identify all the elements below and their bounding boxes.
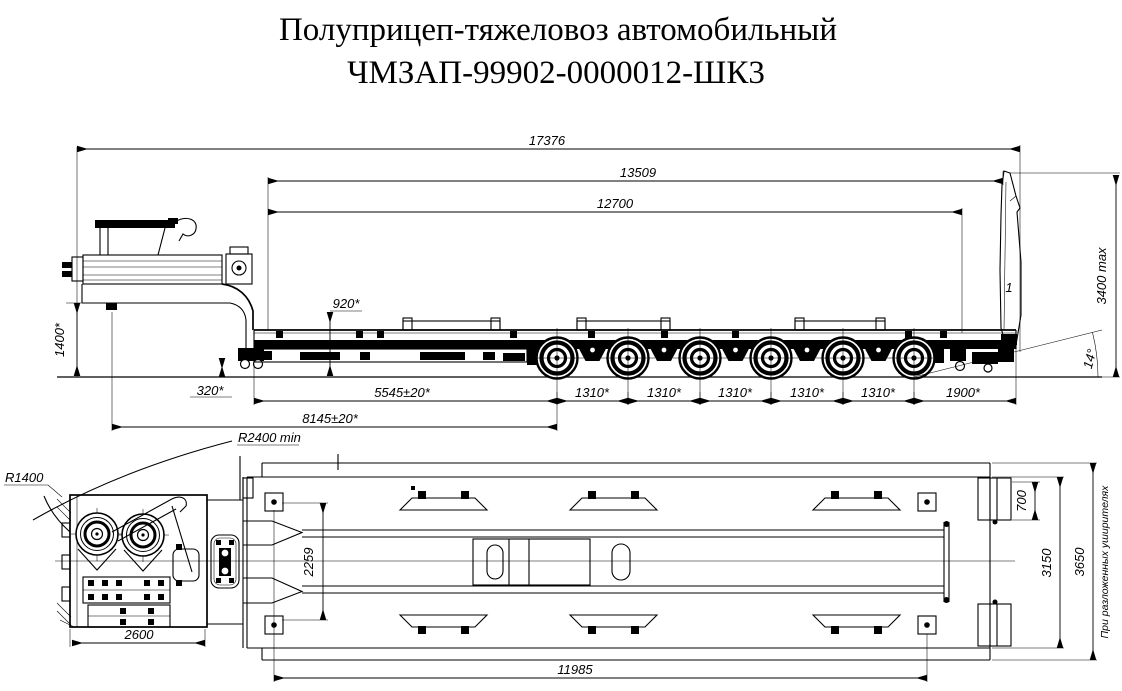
gooseneck-top [56,494,208,628]
kingpin-side [106,303,117,310]
wheel [601,328,655,405]
dim-swing-radius: R2400 min [238,430,301,445]
top-view-drawing: R2400 min R1400 2600 2259 11985 700 3150… [4,430,1111,682]
top-dimensions: 2600 2259 11985 700 3150 3650 При разлож… [69,462,1111,682]
departure-angle: 14° [913,329,1103,378]
dim-ramp-angle: 14° [1080,347,1100,370]
wheel [887,328,941,405]
suspension-hangers [576,344,895,361]
dim-axle-spacing-3: 1310* [718,385,753,400]
kingpin-plate-top [210,534,240,589]
dim-ground-clearance: 320* [197,383,225,398]
ramp-folded: 1 [999,170,1022,346]
tie-down-brackets [398,491,902,634]
dim-beam-span: 2259 [301,548,316,578]
dim-axle-spacing-1: 1310* [575,385,610,400]
dim-kingpin-axle-base: 8145±20* [302,411,359,426]
platform-top [207,454,1012,661]
dim-widener-width: 700 [1014,489,1029,511]
wheel [530,328,584,405]
landing-gear-top [82,576,171,628]
dim-overall-width: 3650 [1072,547,1087,577]
title-line-2: ЧМЗАП-99902-0000012-ШК3 [347,55,765,91]
dim-front-axle-base: 5545±20* [374,385,431,400]
dim-anchor-span: 11985 [557,662,593,677]
stake-pockets [276,331,947,338]
winch-side [225,246,253,285]
dim-axle-spacing-4: 1310* [790,385,825,400]
dim-max-height: 3400 max [1094,247,1109,305]
dim-fifth-wheel-height: 1400* [52,322,67,357]
dim-platform-length: 12700 [597,196,634,211]
radius-callouts: R2400 min R1400 [4,430,301,533]
widener-note: При разложенных уширителях [1099,485,1111,639]
side-view-drawing: 1 14° 17376 13509 12700 1400* [52,133,1120,431]
dim-axle-spacing-2: 1310* [647,385,682,400]
anchor-points [264,492,937,635]
suspension [527,343,944,365]
dim-length-over-ramp: 13509 [620,165,656,180]
drawing-title: Полуприцеп-тяжеловоз автомобильный ЧМЗАП… [279,12,837,91]
gooseneck-side [62,217,264,370]
dim-gooseneck-length: 2600 [124,627,155,642]
wheel [744,328,798,405]
dim-axle-spacing-5: 1310* [861,385,896,400]
dim-deck-height: 920* [333,296,361,311]
wheel [816,328,870,405]
dim-corner-radius: R1400 [5,470,44,485]
side-dimensions: 17376 13509 12700 1400* 920* 320* 5545±2… [52,133,1120,431]
spare-wheels [71,496,193,573]
deck-boards [402,317,886,331]
ramp-item-label: 1 [1005,280,1012,295]
dim-rear-overhang: 1900* [946,385,981,400]
title-line-1: Полуприцеп-тяжеловоз автомобильный [279,12,837,48]
dim-platform-width: 3150 [1039,548,1054,578]
dim-overall-length: 17376 [529,133,566,148]
rear-wideners [977,477,1012,647]
wheels-group [530,328,941,405]
frame-beams [243,520,950,604]
wheel [673,328,727,405]
